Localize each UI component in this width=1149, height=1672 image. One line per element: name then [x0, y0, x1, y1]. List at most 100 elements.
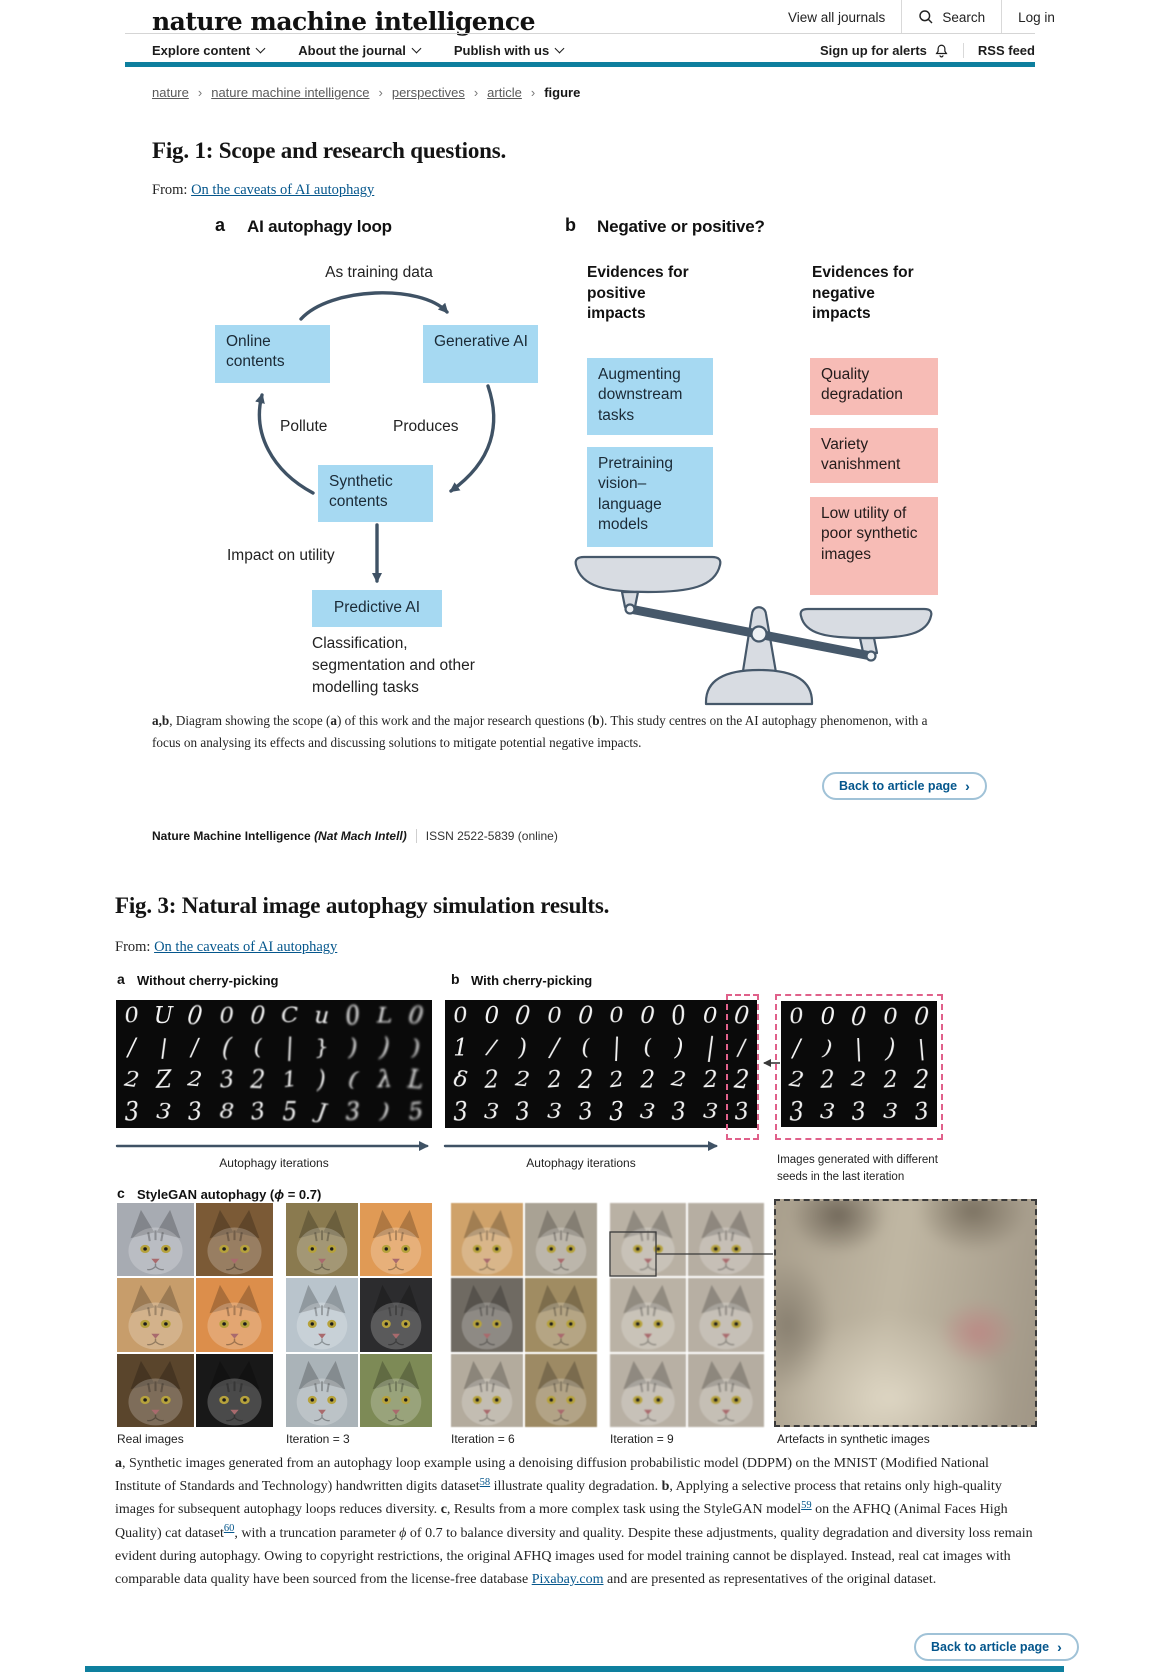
bell-icon — [934, 43, 949, 58]
nav-item-1[interactable]: About the journal — [298, 43, 422, 58]
view-all-journals-link-label: View all journals — [788, 9, 886, 25]
mnist-digit: ) — [348, 1035, 358, 1061]
mnist-digit: 0 — [185, 1000, 205, 1032]
mnist-digit: / — [486, 1036, 498, 1060]
journal-nav: Explore content About the journal Publish … — [152, 36, 565, 64]
mnist-digit: u — [313, 1002, 330, 1030]
reference-link[interactable]: 60 — [223, 1522, 235, 1534]
cat-group-label-iter9: Iteration = 9 — [610, 1432, 674, 1446]
caption-italic: ϕ — [399, 1525, 407, 1541]
rss-feed-link[interactable]: RSS feed — [962, 42, 1049, 58]
positive-box-pretraining: Pretraining vision– language models — [587, 447, 713, 547]
caption-bold: b — [592, 713, 600, 728]
mnist-digit: 2 — [545, 1066, 563, 1094]
mnist-digit: ) — [674, 1035, 684, 1061]
mnist-digit: 2 — [577, 1065, 594, 1095]
external-link[interactable]: Pixabay.com — [531, 1572, 604, 1588]
journal-logo[interactable]: nature machine intelligence — [152, 7, 536, 36]
signup-alerts-link[interactable]: Sign up for alerts — [806, 43, 963, 58]
caption-bold: a — [152, 713, 159, 728]
nav-item-2[interactable]: Publish with us — [454, 43, 565, 58]
view-all-journals-link[interactable]: View all journals — [772, 0, 901, 34]
mnist-digit: 3 — [218, 1066, 236, 1094]
mnist-digit: 0 — [849, 1001, 869, 1033]
mnist-digit: ( — [641, 1036, 654, 1060]
reference-link[interactable]: 58 — [479, 1476, 491, 1488]
blurred-cat-texture — [776, 1201, 1035, 1425]
cat-face-icon — [207, 1285, 262, 1350]
edge-label-impact-utility: Impact on utility — [227, 547, 335, 564]
cat-face-icon — [296, 1360, 348, 1426]
cat-image-cell — [196, 1203, 273, 1277]
login-link[interactable]: Log in — [1001, 0, 1071, 34]
cat-image-cell — [688, 1353, 764, 1427]
cat-image-cell — [451, 1353, 523, 1427]
mnist-digit: C — [280, 1003, 300, 1029]
cat-face-icon — [207, 1209, 262, 1275]
mnist-digit: δ — [452, 1066, 470, 1094]
breadcrumb-link[interactable]: nature machine intelligence — [211, 85, 370, 100]
positive-box-augmenting: Augmenting downstream tasks — [587, 358, 713, 435]
fig3-panel-b-heading: With cherry-picking — [471, 973, 593, 988]
fig3-caption: a, Synthetic images generated from an au… — [115, 1456, 1033, 1588]
search-button-label: Search — [942, 9, 986, 25]
edge-label-produces: Produces — [393, 418, 459, 435]
mnist-digit: 3 — [546, 1100, 563, 1124]
cat-face-icon — [535, 1360, 587, 1426]
breadcrumb-link[interactable]: perspectives — [391, 85, 465, 100]
mnist-digit: 3 — [483, 1099, 501, 1125]
cat-face-icon — [296, 1209, 348, 1275]
seeds-label-line: seeds in the last iteration — [777, 1170, 905, 1183]
last-iteration-highlight-box — [726, 994, 759, 1140]
reference-link[interactable]: 59 — [801, 1499, 812, 1511]
negative-box-variety: Variety vanishment — [810, 428, 938, 483]
mnist-digit: J — [315, 1099, 328, 1125]
back-to-article-button-fig1[interactable]: Back to article page› — [822, 772, 987, 800]
axis-label-autophagy-iterations-a: Autophagy iterations — [219, 1156, 329, 1170]
login-link-label: Log in — [1018, 9, 1055, 25]
mnist-digit: ) — [411, 1035, 422, 1061]
fig3-from-label: From: — [115, 939, 155, 955]
mnist-digit: } — [312, 1035, 331, 1061]
positive-evidence-heading: Evidences for positive impacts — [587, 264, 689, 323]
mnist-digit: | — [285, 1034, 295, 1062]
mnist-digit: 0 — [820, 1003, 836, 1030]
mnist-digit: 0 — [669, 1000, 689, 1032]
cat-face-icon — [699, 1360, 753, 1426]
fig1-article-link[interactable]: On the caveats of AI autophagy — [191, 182, 375, 198]
mnist-digit: 0 — [407, 1001, 426, 1031]
cat-image-cell — [610, 1278, 686, 1352]
mnist-digit: 2 — [514, 1067, 532, 1093]
mnist-digit: 0 — [882, 1004, 899, 1030]
mnist-digit: 2 — [881, 1066, 899, 1094]
cat-image-cell — [196, 1353, 273, 1427]
chevron-down-icon — [411, 43, 422, 54]
cat-group-label-real: Real images — [117, 1432, 184, 1446]
mnist-digit: L — [376, 1003, 393, 1029]
fig3-article-link[interactable]: On the caveats of AI autophagy — [154, 939, 338, 955]
breadcrumb: nature›nature machine intelligence›persp… — [152, 85, 580, 100]
breadcrumb-link[interactable]: nature — [152, 85, 189, 100]
cat-image-cell — [688, 1278, 764, 1352]
node-synthetic-contents: Synthetic contents — [318, 465, 433, 522]
search-button[interactable]: Search — [901, 0, 1001, 34]
chevron-right-icon: › — [1057, 1639, 1062, 1655]
breadcrumb-separator-icon: › — [378, 85, 383, 100]
back-to-article-button-fig3[interactable]: Back to article page› — [914, 1633, 1079, 1661]
cat-image-cell — [286, 1203, 358, 1277]
reference-sup: 59 — [801, 1498, 812, 1511]
mnist-digit: 3 — [609, 1097, 624, 1127]
breadcrumb-link[interactable]: article — [487, 85, 522, 100]
negative-box-quality: Quality degradation — [810, 358, 938, 415]
nav-item-0[interactable]: Explore content — [152, 43, 266, 58]
cat-face-icon — [621, 1360, 675, 1426]
cat-image-cell — [286, 1278, 358, 1352]
mnist-digit: ( — [220, 1033, 233, 1063]
mnist-digit: | — [854, 1035, 864, 1062]
cat-face-icon — [461, 1360, 513, 1426]
cat-face-icon — [128, 1285, 183, 1350]
mnist-digit: 0 — [451, 1003, 470, 1029]
mnist-digit: 2 — [122, 1066, 141, 1094]
issn-journal: Nature Machine Intelligence — [152, 829, 311, 843]
